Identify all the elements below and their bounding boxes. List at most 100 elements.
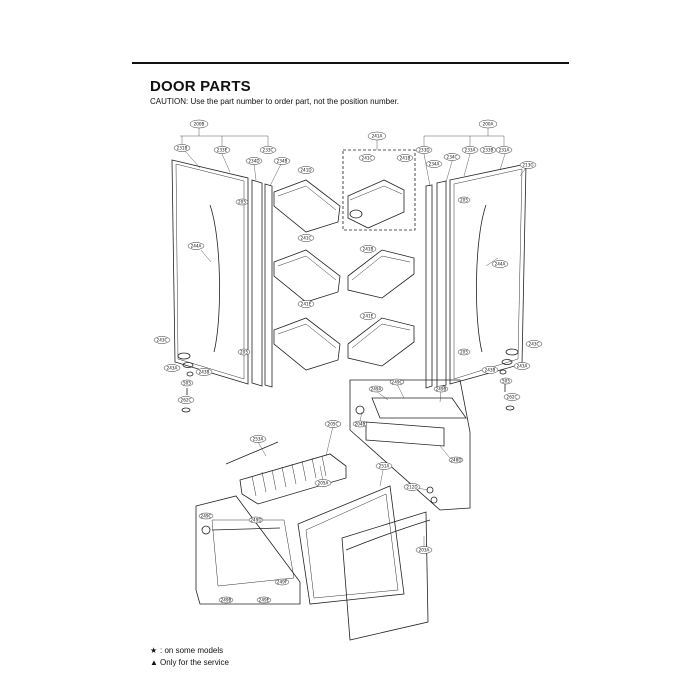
legend-some-models-text: : on some models <box>160 646 224 655</box>
triangle-icon: ▲ <box>150 658 158 667</box>
svg-text:262C: 262C <box>507 395 518 400</box>
callout-251a: 251A <box>375 462 393 470</box>
svg-text:205A: 205A <box>318 481 329 486</box>
legend-some-models: ★: on some models <box>150 646 223 655</box>
svg-text:243B: 243B <box>485 368 496 373</box>
left-hinge-parts <box>177 352 194 413</box>
svg-text:241D: 241D <box>300 168 311 173</box>
callout-243b-right: 243B <box>481 366 499 374</box>
svg-text:244A: 244A <box>191 244 202 249</box>
callout-249c-low: 249C <box>198 512 214 520</box>
callout-249c: 249C <box>389 378 405 386</box>
svg-text:249C: 249C <box>392 380 403 385</box>
svg-text:213G: 213G <box>522 163 533 168</box>
svg-text:241E: 241E <box>301 302 312 307</box>
svg-text:233A: 233A <box>465 148 476 153</box>
svg-text:241B: 241B <box>363 247 374 252</box>
svg-text:212D: 212D <box>406 485 417 490</box>
callout-243c-right: 243C <box>525 340 543 348</box>
callout-249b: 249B <box>433 385 449 393</box>
svg-text:234D: 234D <box>248 159 259 164</box>
callout-241d: 241D <box>297 166 315 174</box>
legend-service: ▲Only for the service <box>150 658 229 667</box>
callout-205-right-lower: 205 <box>457 348 471 356</box>
callout-234b: 234B <box>273 157 291 165</box>
legend-service-text: Only for the service <box>160 658 229 667</box>
callout-200a: 200A <box>478 119 498 129</box>
callout-213g: 213G <box>519 161 537 169</box>
callout-200b: 200B <box>189 119 209 129</box>
svg-text:203A: 203A <box>419 548 430 553</box>
svg-text:251A: 251A <box>379 464 390 469</box>
svg-text:262C: 262C <box>181 398 192 403</box>
callout-203a: 203A <box>415 546 433 554</box>
svg-text:205: 205 <box>238 200 246 205</box>
callout-212d: 212D <box>403 483 421 491</box>
callout-241c-mid: 241C <box>297 234 315 242</box>
svg-text:243B: 243B <box>199 370 210 375</box>
svg-text:233D: 233D <box>418 148 429 153</box>
svg-text:243C: 243C <box>157 338 168 343</box>
callout-253a: 253A <box>249 435 267 443</box>
callout-244a-right: 244A <box>491 260 509 268</box>
svg-text:200B: 200B <box>194 122 205 127</box>
svg-text:244A: 244A <box>495 262 506 267</box>
right-hinge-parts <box>499 348 519 411</box>
callout-204b: 204B <box>352 420 368 428</box>
callout-233d: 233D <box>415 146 433 154</box>
callout-241a: 241A <box>367 131 387 141</box>
svg-text:241C: 241C <box>301 236 312 241</box>
svg-text:249F: 249F <box>277 580 288 585</box>
callout-205-left-lower: 205 <box>237 348 251 356</box>
callout-234a: 234A <box>425 160 443 168</box>
callout-505-right: 505 <box>499 377 513 385</box>
callout-205a: 205A <box>314 479 332 487</box>
page-title: DOOR PARTS <box>150 78 251 95</box>
callout-249a: 249A <box>368 385 384 393</box>
svg-text:243A: 243A <box>517 364 528 369</box>
callout-249b-low: 249B <box>218 596 234 604</box>
door-bins <box>273 139 416 371</box>
callout-241e-right: 241E <box>359 312 377 320</box>
svg-text:241B: 241B <box>400 156 411 161</box>
callout-249f: 249F <box>274 578 290 586</box>
callout-231a: 231A <box>495 146 513 154</box>
svg-text:248D: 248D <box>450 458 461 463</box>
svg-text:243A: 243A <box>167 366 178 371</box>
svg-text:249A: 249A <box>371 387 382 392</box>
svg-text:205: 205 <box>460 198 468 203</box>
callout-233c: 233C <box>259 146 277 154</box>
callout-505-left: 505 <box>180 379 194 387</box>
caution-note: CAUTION: Use the part number to order pa… <box>150 97 400 106</box>
svg-text:204B: 204B <box>355 422 366 427</box>
callout-243a-left: 243A <box>163 364 181 372</box>
callout-243c-left: 243C <box>153 336 171 344</box>
callout-231b: 231B <box>173 144 191 152</box>
svg-text:249C: 249C <box>201 514 212 519</box>
left-door-assembly <box>171 128 282 388</box>
callout-234c: 234C <box>443 153 461 161</box>
callout-244a-left: 244A <box>187 242 205 250</box>
callout-262c-right: 262C <box>503 393 521 401</box>
svg-text:205C: 205C <box>328 422 339 427</box>
svg-text:231A: 231A <box>499 148 510 153</box>
svg-text:205: 205 <box>460 350 468 355</box>
svg-text:205: 205 <box>240 350 248 355</box>
svg-text:505: 505 <box>183 381 191 386</box>
callout-205c: 205C <box>324 420 342 428</box>
callout-241c-top: 241C <box>358 154 376 162</box>
callout-262c-left: 262C <box>177 396 195 404</box>
callout-241b-mid: 241B <box>359 245 377 253</box>
svg-text:231B: 231B <box>177 146 188 151</box>
svg-text:249E: 249E <box>259 598 270 603</box>
svg-text:233B: 233B <box>483 148 494 153</box>
callout-241e-left: 241E <box>297 300 315 308</box>
svg-text:243C: 243C <box>529 342 540 347</box>
svg-text:233E: 233E <box>217 148 228 153</box>
callout-243a-right: 243A <box>513 362 531 370</box>
svg-text:234A: 234A <box>429 162 440 167</box>
svg-text:234B: 234B <box>277 159 288 164</box>
svg-text:241A: 241A <box>372 134 383 139</box>
svg-text:234C: 234C <box>447 155 458 160</box>
